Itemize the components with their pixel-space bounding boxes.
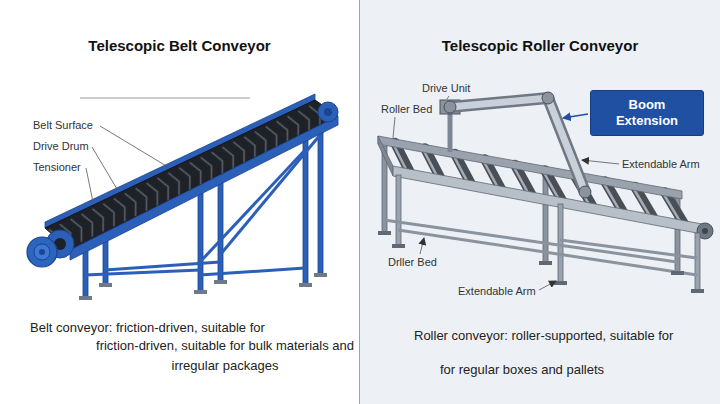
panel-heading: Telescopic Roller Conveyor bbox=[360, 36, 720, 56]
belt-conveyor bbox=[27, 94, 338, 300]
roller-conveyor bbox=[378, 92, 713, 293]
caption-text: friction-driven, suitable for bulk mater… bbox=[95, 336, 355, 376]
part-label: Tensioner bbox=[33, 161, 81, 174]
part-label: Drive Drum bbox=[33, 140, 89, 153]
part-label: Belt Surface bbox=[33, 119, 93, 132]
divider bbox=[359, 0, 360, 404]
caption-text: Roller conveyor: roller-supported, suita… bbox=[414, 326, 673, 346]
panel: Telescopic Roller ConveyorRoller conveyo… bbox=[360, 0, 720, 404]
part-label: Drller Bed bbox=[388, 256, 437, 269]
callout-box: Boom Extension bbox=[590, 90, 704, 136]
part-label: Extendable Arm bbox=[458, 285, 536, 298]
caption-text: Belt conveyor: friction-driven, suitable… bbox=[30, 318, 265, 338]
caption-text: for regular boxes and pallets bbox=[440, 360, 604, 380]
panel-heading: Telescopic Belt Conveyor bbox=[0, 36, 359, 56]
panel: Telescopic Belt ConveyorBelt conveyor: f… bbox=[0, 0, 359, 404]
part-label: Extendable Arm bbox=[622, 158, 700, 171]
left-panel-ground bbox=[0, 0, 359, 404]
part-label: Drive Unit bbox=[422, 82, 470, 95]
callout-text: Boom Extension bbox=[605, 97, 689, 129]
right-panel-ground bbox=[360, 0, 720, 404]
part-label: Roller Bed bbox=[381, 103, 432, 116]
